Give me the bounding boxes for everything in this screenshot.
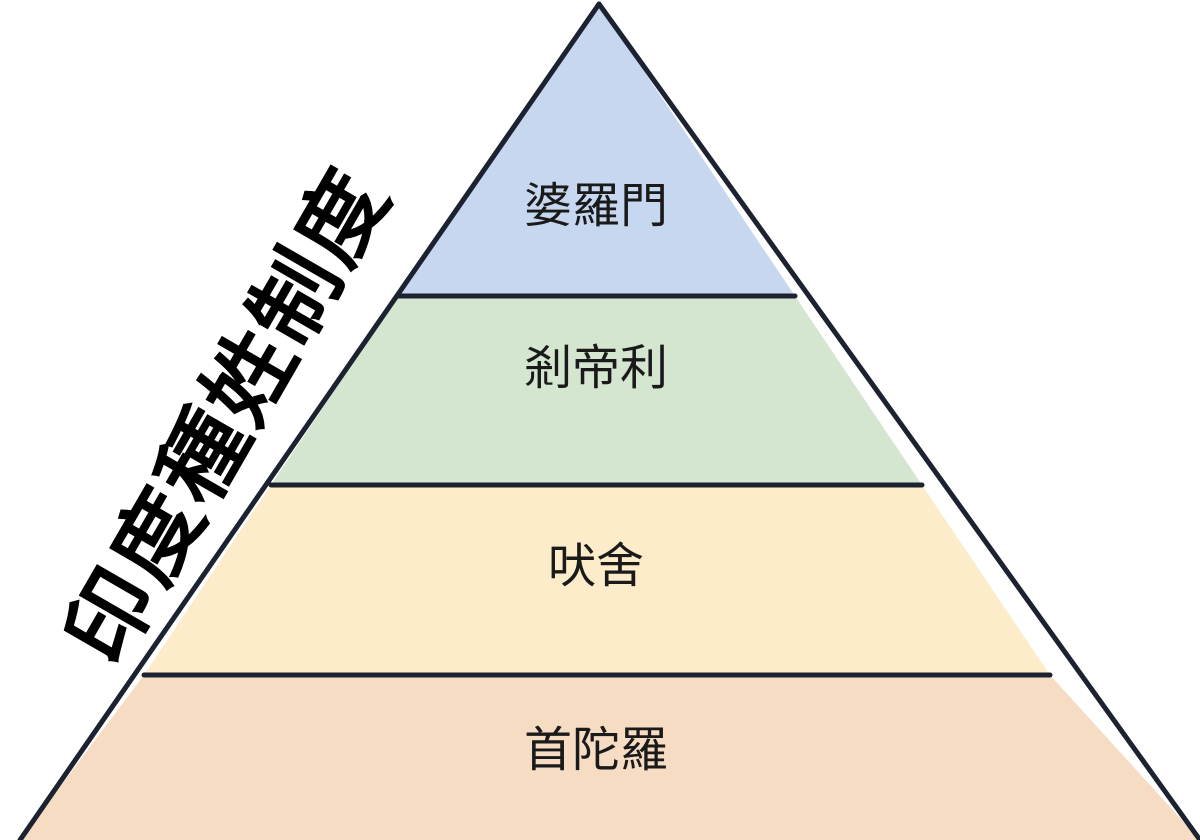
pyramid-level-2-band xyxy=(271,296,922,485)
pyramid-level-3-band xyxy=(144,485,1050,675)
pyramid-level-4-band xyxy=(20,675,1200,840)
pyramid-left-edge xyxy=(17,1,602,840)
pyramid-level-3-label: 吠舍 xyxy=(548,538,644,594)
pyramid-level-1-label: 婆羅門 xyxy=(524,178,668,234)
pyramid-right-edge xyxy=(596,1,1200,840)
pyramid-level-1-band xyxy=(398,4,795,296)
pyramid-level-2-label: 剎帝利 xyxy=(524,340,668,396)
pyramid-level-4-label: 首陀羅 xyxy=(524,722,668,778)
